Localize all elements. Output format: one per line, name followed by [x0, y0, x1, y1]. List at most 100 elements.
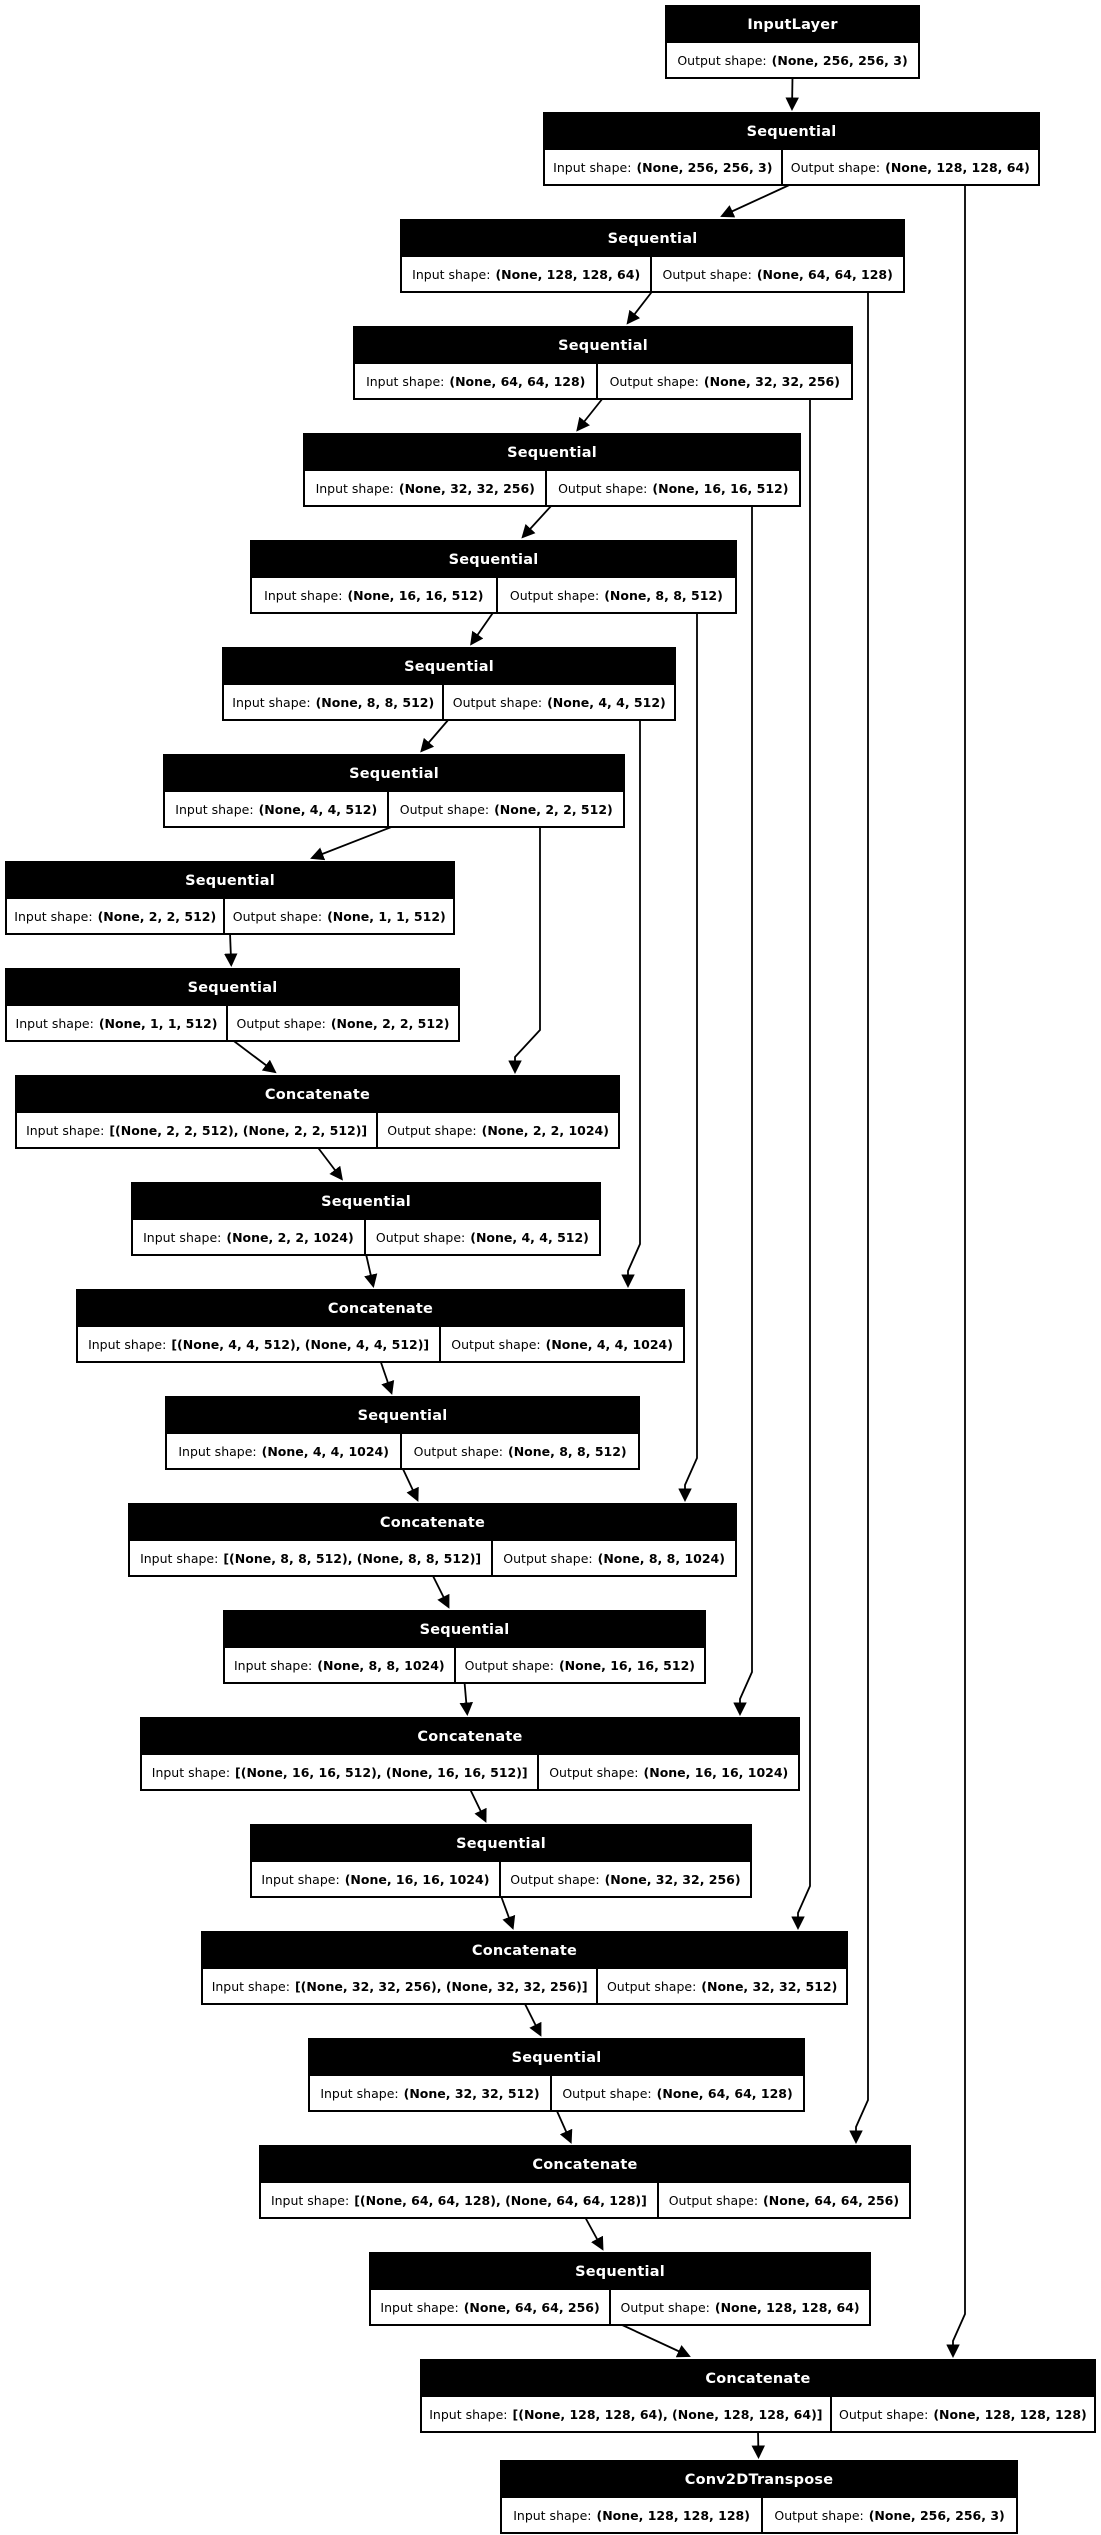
output-shape-label: Output shape: — [375, 1229, 466, 1245]
edge-seq2-to-seq3 — [626, 290, 654, 325]
output-shape-label: Output shape: — [510, 1871, 600, 1887]
output-shape-value: (None, 128, 128, 64) — [885, 159, 1030, 175]
node-title: Sequential — [575, 2264, 665, 2280]
edge-seq6-to-seq7 — [420, 718, 450, 753]
output-shape-label: Output shape: — [677, 52, 767, 68]
output-shape-value: (None, 64, 64, 128) — [656, 2085, 793, 2101]
output-shape-label: Output shape: — [839, 2406, 929, 2422]
output-shape-value: (None, 8, 8, 512) — [508, 1443, 627, 1459]
skip-edge-seq6-to-cat2 — [621, 719, 641, 1289]
input-shape-label: Input shape: — [366, 373, 445, 389]
output-shape-label: Output shape: — [413, 1443, 503, 1459]
input-shape-cell: Input shape:(None, 32, 32, 256) — [305, 471, 546, 505]
output-shape-value: (None, 2, 2, 512) — [494, 801, 613, 817]
output-shape-label: Output shape: — [509, 587, 600, 603]
output-shape-cell: Output shape:(None, 4, 4, 1024) — [441, 1327, 684, 1361]
node-title: Concatenate — [705, 2371, 811, 2387]
input-shape-value: (None, 4, 4, 1024) — [261, 1443, 389, 1459]
node-title: Sequential — [321, 1194, 411, 1210]
output-shape-label: Output shape: — [620, 2299, 710, 2315]
output-shape-label: Output shape: — [790, 159, 881, 175]
edge-cat7-to-conv — [751, 2430, 766, 2460]
input-shape-cell: Input shape:(None, 64, 64, 128) — [355, 364, 597, 398]
output-shape-label: Output shape: — [451, 1336, 541, 1352]
output-shape-label: Output shape: — [503, 1550, 593, 1566]
node-shape-row: Input shape:(None, 4, 4, 1024) Output sha… — [167, 1434, 638, 1468]
output-shape-cell: Output shape:(None, 128, 128, 64) — [782, 150, 1039, 184]
input-shape-value: [(None, 128, 128, 64), (None, 128, 128, … — [512, 2406, 823, 2422]
input-shape-label: Input shape: — [211, 1978, 290, 1994]
input-shape-label: Input shape: — [140, 1550, 219, 1566]
output-shape-label: Output shape: — [399, 801, 490, 817]
output-shape-label: Output shape: — [609, 373, 699, 389]
input-shape-value: (None, 2, 2, 512) — [97, 908, 217, 924]
input-shape-label: Input shape: — [88, 1336, 167, 1352]
input-shape-cell: Input shape:(None, 1, 1, 512) — [7, 1006, 226, 1040]
edge-seq12-to-cat4 — [459, 1681, 473, 1717]
input-shape-label: Input shape: — [553, 159, 632, 175]
input-shape-value: [(None, 4, 4, 512), (None, 4, 4, 512)] — [171, 1336, 430, 1352]
input-shape-cell: Input shape:(None, 8, 8, 1024) — [225, 1648, 454, 1682]
edge-cat1-to-seq10 — [316, 1146, 343, 1181]
node-shape-row: Input shape:(None, 2, 2, 1024)Output sha… — [133, 1220, 599, 1254]
output-shape-cell: Output shape:(None, 64, 64, 128) — [551, 2076, 804, 2110]
output-shape-value: (None, 32, 32, 512) — [701, 1978, 838, 1994]
node-title: Conv2DTranspose — [684, 2472, 834, 2488]
input-shape-value: (None, 64, 64, 256) — [463, 2299, 600, 2315]
input-shape-label: Input shape: — [26, 1122, 105, 1138]
edge-seq9-to-cat1 — [231, 1039, 277, 1074]
input-shape-cell: Input shape:[(None, 32, 32, 256), (None,… — [203, 1969, 597, 2003]
input-shape-cell: Input shape:(None, 4, 4, 512) — [165, 792, 388, 826]
input-shape-value: (None, 8, 8, 512) — [315, 694, 435, 710]
input-shape-value: (None, 16, 16, 512) — [347, 587, 484, 603]
output-shape-label: Output shape: — [236, 1015, 326, 1031]
output-shape-value: (None, 256, 256, 3) — [771, 52, 908, 68]
output-shape-cell: Output shape: (None, 8, 8, 512) — [402, 1434, 638, 1468]
output-shape-cell: Output shape:(None, 8, 8, 1024) — [493, 1541, 736, 1575]
output-shape-cell: Output shape:(None, 4, 4, 512) — [365, 1220, 599, 1254]
node-title: Concatenate — [264, 1087, 371, 1103]
node-shape-row: Input shape:[(None, 128, 128, 64), (None… — [422, 2397, 1095, 2431]
edge-seq13-to-cat5 — [500, 1895, 516, 1930]
output-shape-value: (None, 16, 16, 1024) — [643, 1764, 789, 1780]
input-shape-cell: Input shape:(None, 2, 2, 1024) — [133, 1220, 364, 1254]
output-shape-label: Output shape: — [774, 2507, 864, 2523]
input-shape-cell: Input shape:[(None, 2, 2, 512), (None, 2… — [17, 1113, 377, 1147]
input-shape-value: (None, 256, 256, 3) — [636, 159, 773, 175]
edge-seq4-to-seq5 — [521, 504, 553, 539]
output-shape-cell: Output shape:(None, 4, 4, 512) — [444, 685, 675, 719]
edge-cat3-to-seq12 — [431, 1574, 450, 1609]
node-title: Sequential — [357, 1408, 448, 1424]
output-shape-cell: Output shape:(None, 16, 16, 1024) — [539, 1755, 799, 1789]
input-shape-label: Input shape: — [178, 1443, 257, 1459]
node-title: Concatenate — [532, 2157, 638, 2173]
input-shape-value: (None, 1, 1, 512) — [98, 1015, 218, 1031]
edge-seq5-to-seq6 — [470, 611, 495, 646]
output-shape-value: (None, 64, 64, 256) — [763, 2192, 900, 2208]
skip-edge-seq3-to-cat5 — [791, 398, 811, 1931]
input-shape-value: [(None, 8, 8, 512), (None, 8, 8, 512)] — [223, 1550, 482, 1566]
output-shape-cell: Output shape:(None, 256, 256, 3) — [763, 2498, 1016, 2532]
input-shape-label: Input shape: — [234, 1657, 313, 1673]
input-shape-value: (None, 32, 32, 512) — [403, 2085, 540, 2101]
input-shape-cell: Input shape:(None, 16, 16, 1024) — [252, 1862, 499, 1896]
output-shape-label: Output shape: — [662, 266, 752, 282]
output-shape-value: (None, 16, 16, 512) — [652, 480, 789, 496]
input-shape-value: (None, 128, 128, 64) — [495, 266, 641, 282]
node-title: Sequential — [187, 980, 278, 996]
node-title: Concatenate — [417, 1729, 523, 1745]
output-shape-value: (None, 8, 8, 512) — [604, 587, 723, 603]
output-shape-label: Output shape: — [668, 2192, 759, 2208]
